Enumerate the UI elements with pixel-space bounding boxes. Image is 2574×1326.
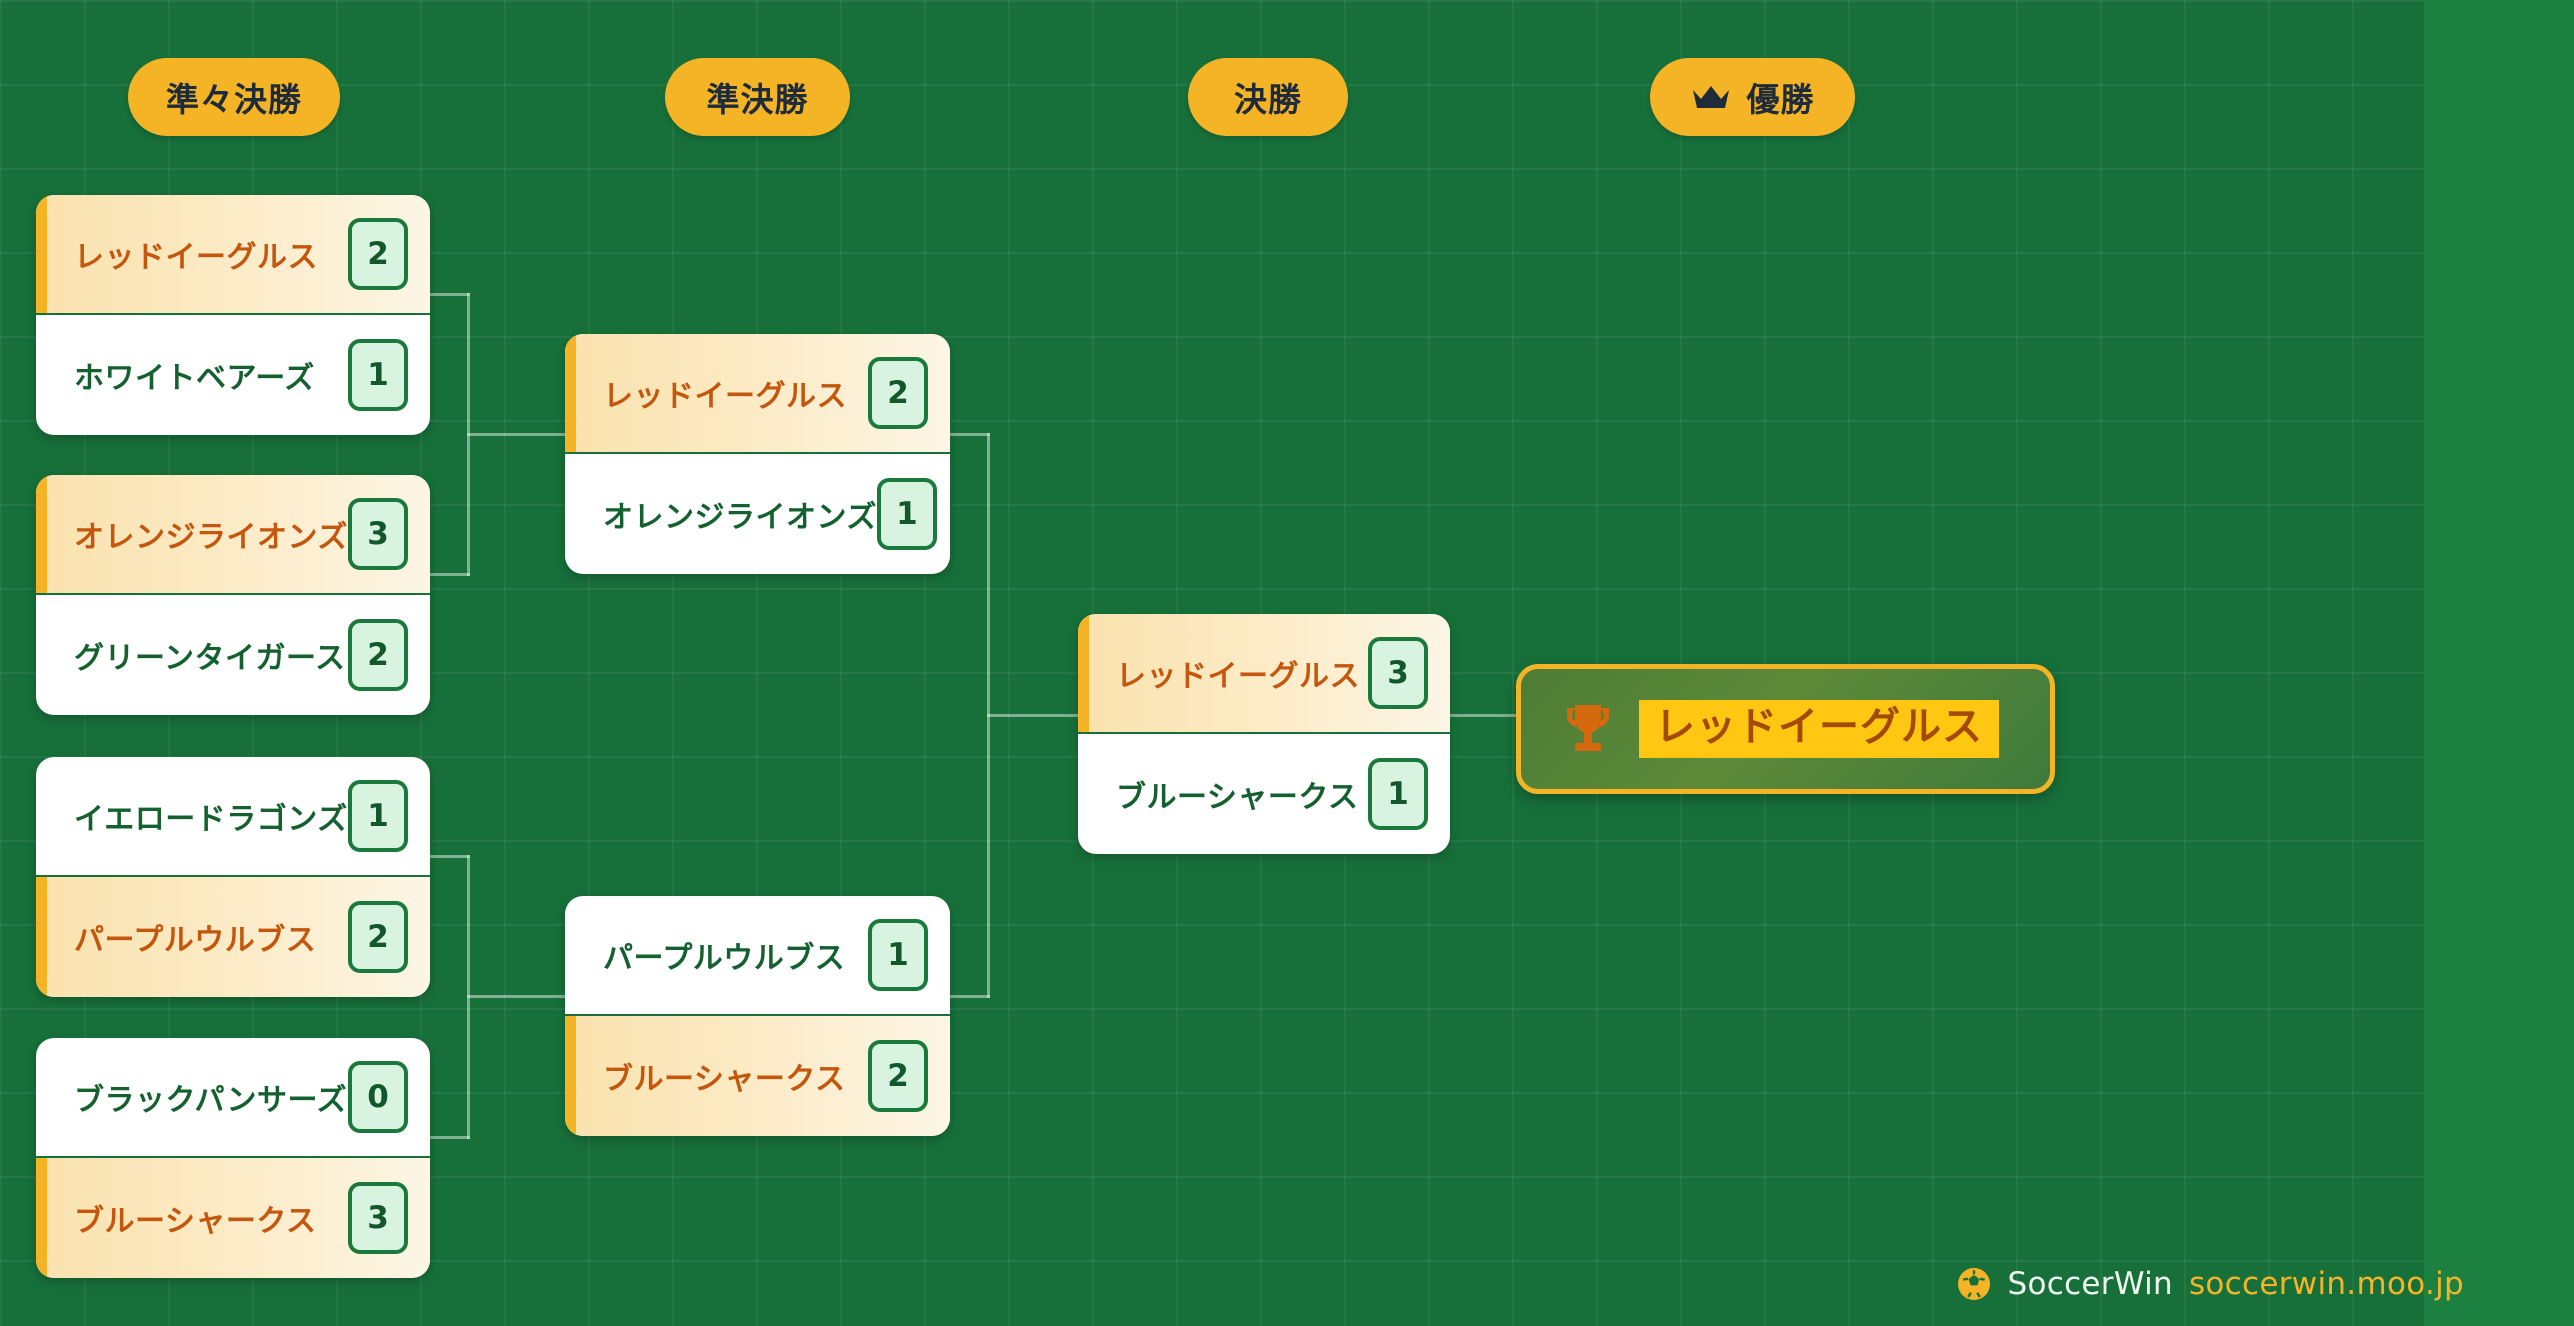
match-card-final[interactable]: レッドイーグルス 3 ブルーシャークス 1 <box>1078 614 1450 854</box>
team-score: 3 <box>348 1182 408 1254</box>
connector-final-in <box>987 714 1082 717</box>
match-card-qf2[interactable]: オレンジライオンズ 3 グリーンタイガース 2 <box>36 475 430 715</box>
team-row[interactable]: レッドイーグルス 2 <box>565 334 950 454</box>
champion-box[interactable]: レッドイーグルス <box>1516 664 2055 794</box>
footer-brand: SoccerWin <box>2007 1266 2173 1302</box>
team-score: 2 <box>348 901 408 973</box>
crown-icon <box>1692 86 1729 108</box>
team-name: パープルウルブス <box>74 923 317 958</box>
connector-qf2-out <box>430 573 470 576</box>
round-header-semifinal[interactable]: 準決勝 <box>665 58 850 136</box>
team-name: ブルーシャークス <box>1116 780 1359 815</box>
round-header-quarterfinal[interactable]: 準々決勝 <box>128 58 340 136</box>
team-row[interactable]: ブラックパンサーズ 0 <box>36 1038 430 1158</box>
team-score: 3 <box>1368 637 1428 709</box>
team-row[interactable]: イエロードラゴンズ 1 <box>36 757 430 877</box>
team-row[interactable]: レッドイーグルス 2 <box>36 195 430 315</box>
team-row[interactable]: ブルーシャークス 3 <box>36 1158 430 1278</box>
connector-sf2-in <box>467 995 567 998</box>
team-name: レッドイーグルス <box>603 379 847 414</box>
team-row[interactable]: オレンジライオンズ 1 <box>565 454 950 574</box>
team-score: 2 <box>348 619 408 691</box>
team-row[interactable]: パープルウルブス 1 <box>565 896 950 1016</box>
match-card-sf1[interactable]: レッドイーグルス 2 オレンジライオンズ 1 <box>565 334 950 574</box>
team-name: ブルーシャークス <box>603 1062 846 1097</box>
team-name: ブルーシャークス <box>74 1204 317 1239</box>
footer: SoccerWin soccerwin.moo.jp <box>1957 1266 2464 1302</box>
connector-qf3-out <box>430 855 470 858</box>
round-header-champion[interactable]: 優勝 <box>1650 58 1855 136</box>
team-name: パープルウルブス <box>603 941 846 976</box>
team-name: オレンジライオンズ <box>603 500 877 535</box>
right-side-panel <box>2424 0 2574 1326</box>
footer-site[interactable]: soccerwin.moo.jp <box>2188 1266 2464 1302</box>
team-score: 3 <box>348 498 408 570</box>
connector-qf1-out <box>430 293 470 296</box>
team-score: 1 <box>868 919 928 991</box>
team-name: イエロードラゴンズ <box>74 802 348 837</box>
team-score: 2 <box>868 357 928 429</box>
team-score: 0 <box>348 1061 408 1133</box>
team-row[interactable]: ホワイトベアーズ 1 <box>36 315 430 435</box>
connector-sf1-in <box>467 433 567 436</box>
team-score: 1 <box>348 339 408 411</box>
team-row[interactable]: オレンジライオンズ 3 <box>36 475 430 595</box>
team-score: 1 <box>348 780 408 852</box>
team-row[interactable]: ブルーシャークス 1 <box>1078 734 1450 854</box>
round-header-final[interactable]: 決勝 <box>1188 58 1348 136</box>
team-name: グリーンタイガース <box>74 641 346 676</box>
team-row[interactable]: ブルーシャークス 2 <box>565 1016 950 1136</box>
team-name: レッドイーグルス <box>74 240 318 275</box>
trophy-icon <box>1567 705 1609 751</box>
soccer-ball-icon <box>1958 1268 1991 1300</box>
connector-sf2-out <box>950 995 990 998</box>
match-card-qf4[interactable]: ブラックパンサーズ 0 ブルーシャークス 3 <box>36 1038 430 1278</box>
connector-qf4-out <box>430 1136 470 1139</box>
round-header-label: 準々決勝 <box>166 80 302 119</box>
team-score: 2 <box>348 218 408 290</box>
connector-champion-in <box>1450 714 1520 717</box>
connector-qf34-vertical <box>467 855 470 1139</box>
connector-sf1-out <box>950 433 990 436</box>
team-score: 2 <box>868 1040 928 1112</box>
team-name: レッドイーグルス <box>1116 659 1360 694</box>
round-header-label: 優勝 <box>1746 80 1815 119</box>
connector-sf12-vertical <box>987 433 990 998</box>
team-score: 1 <box>876 478 937 550</box>
team-name: オレンジライオンズ <box>74 520 348 555</box>
round-header-label: 決勝 <box>1234 80 1302 119</box>
team-row[interactable]: グリーンタイガース 2 <box>36 595 430 715</box>
team-row[interactable]: パープルウルブス 2 <box>36 877 430 997</box>
round-header-label: 準決勝 <box>706 80 809 119</box>
champion-name: レッドイーグルス <box>1639 700 1999 758</box>
team-name: ブラックパンサーズ <box>74 1083 347 1118</box>
team-score: 1 <box>1368 758 1428 830</box>
connector-qf12-vertical <box>467 293 470 576</box>
match-card-qf1[interactable]: レッドイーグルス 2 ホワイトベアーズ 1 <box>36 195 430 435</box>
team-name: ホワイトベアーズ <box>74 361 315 396</box>
match-card-qf3[interactable]: イエロードラゴンズ 1 パープルウルブス 2 <box>36 757 430 997</box>
team-row[interactable]: レッドイーグルス 3 <box>1078 614 1450 734</box>
match-card-sf2[interactable]: パープルウルブス 1 ブルーシャークス 2 <box>565 896 950 1136</box>
